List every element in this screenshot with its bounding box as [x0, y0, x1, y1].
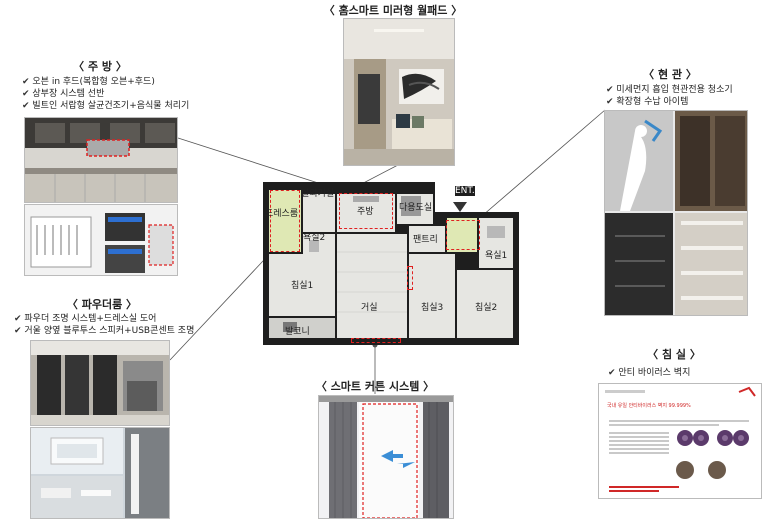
kitchen-photo — [24, 117, 178, 203]
room-label: 침실2 — [475, 303, 498, 313]
powder-detail-photo — [30, 427, 170, 519]
curtain-title: 〈 스마트 커튼 시스템 〉 — [315, 380, 435, 393]
powder-feature-item: 거울 양옆 블루투스 스피커+USB콘센트 조명 — [14, 325, 194, 337]
bedroom-title: 〈 침 실 〉 — [647, 348, 701, 361]
powder-features: 파우더 조명 시스템+드레스실 도어 거울 양옆 블루투스 스피커+USB콘센트… — [14, 313, 194, 337]
room-label: 욕실2 — [303, 233, 326, 243]
highlight-entrance — [446, 220, 480, 250]
highlight-curtain — [351, 338, 401, 343]
kitchen-detail-photo — [24, 204, 178, 276]
kitchen-feature-item: 오븐 in 후드(복합형 오븐+후드) — [22, 76, 189, 88]
entrance-photo — [604, 110, 748, 316]
room-label: 침실3 — [421, 303, 444, 313]
highlight-kitchen — [339, 193, 393, 229]
room-label: 침실1 — [291, 281, 314, 291]
wallpad-photo — [343, 18, 455, 166]
powder-photo — [30, 340, 170, 426]
kitchen-feature-item: 빌트인 서랍형 살균건조기+음식물 처리기 — [22, 100, 189, 112]
powder-feature-item: 파우더 조명 시스템+드레스실 도어 — [14, 313, 194, 325]
kitchen-feature-item: 상부장 시스템 선반 — [22, 88, 189, 100]
entrance-feature-item: 미세먼지 흡입 현관전용 청소기 — [606, 84, 732, 96]
highlight-bedroom-door — [407, 266, 413, 290]
room-label: 드레스룸 — [265, 209, 299, 219]
room-label: 욕실1 — [485, 251, 508, 261]
entrance-label: ENT. — [455, 186, 475, 196]
room-label: 거실 — [361, 303, 378, 313]
room-label: 팬트리 — [413, 235, 438, 245]
kitchen-title: 〈 주 방 〉 — [73, 60, 127, 73]
room-label: 실외기실 — [301, 189, 335, 199]
bedroom-features: 안티 바이러스 벽지 — [608, 367, 690, 379]
bedroom-document: 국내 유일 안티바이러스 벽지 99.999% — [598, 383, 762, 499]
document-headline: 국내 유일 안티바이러스 벽지 99.999% — [607, 403, 691, 409]
room-label: 다용도실 — [399, 203, 433, 213]
entrance-features: 미세먼지 흡입 현관전용 청소기 확장형 수납 아이템 — [606, 84, 733, 108]
powder-title: 〈 파우더룸 〉 — [66, 298, 138, 311]
entrance-title: 〈 현 관 〉 — [643, 68, 697, 81]
bedroom-feature-item: 안티 바이러스 벽지 — [608, 367, 690, 379]
kitchen-features: 오븐 in 후드(복합형 오븐+후드) 상부장 시스템 선반 빌트인 서랍형 살… — [22, 76, 189, 112]
entrance-feature-item: 확장형 수납 아이템 — [606, 96, 733, 108]
room-label: 주방 — [357, 207, 374, 217]
wallpad-title: 〈 홈스마트 미러형 월패드 〉 — [323, 4, 463, 17]
floorplan: 드레스룸 실외기실 주방 다용도실 욕실2 팬트리 욕실1 침실1 거실 침실3… — [263, 182, 519, 345]
highlight-dressroom — [270, 190, 300, 252]
curtain-photo — [318, 395, 454, 519]
room-label: 발코니 — [285, 327, 310, 337]
